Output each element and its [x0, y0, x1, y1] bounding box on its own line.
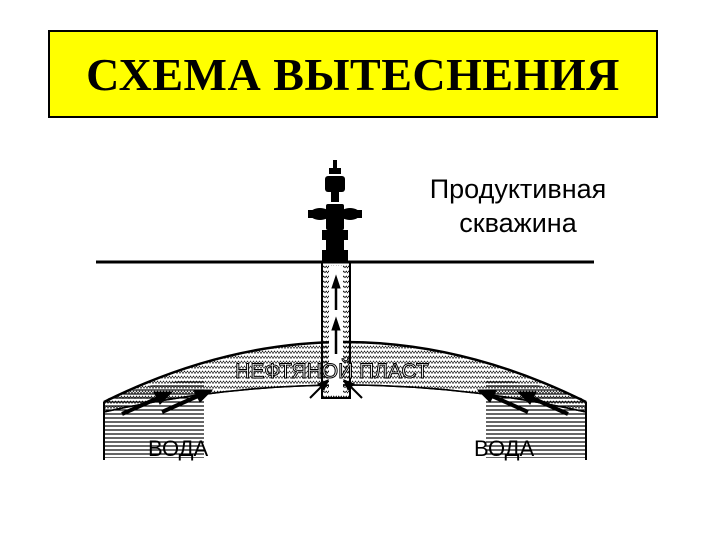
- wellhead-icon: [308, 160, 362, 262]
- water-label-right: ВОДА: [474, 436, 534, 461]
- title-box: СХЕМА ВЫТЕСНЕНИЯ: [48, 30, 658, 118]
- oil-layer-label: НЕФТЯНОЙ ПЛАСТ: [235, 359, 429, 383]
- water-label-left: ВОДА: [148, 436, 208, 461]
- displacement-arrows-right: [476, 389, 569, 416]
- well-label-line1: Продуктивная: [429, 174, 607, 204]
- displacement-arrows-left: [121, 389, 214, 416]
- converging-arrows: [309, 379, 363, 399]
- upward-flow-arrows: [331, 274, 341, 354]
- diagram-title: СХЕМА ВЫТЕСНЕНИЯ: [86, 48, 620, 100]
- well-label-line2: скважина: [459, 208, 577, 238]
- well-label: Продуктивная скважина: [398, 172, 638, 240]
